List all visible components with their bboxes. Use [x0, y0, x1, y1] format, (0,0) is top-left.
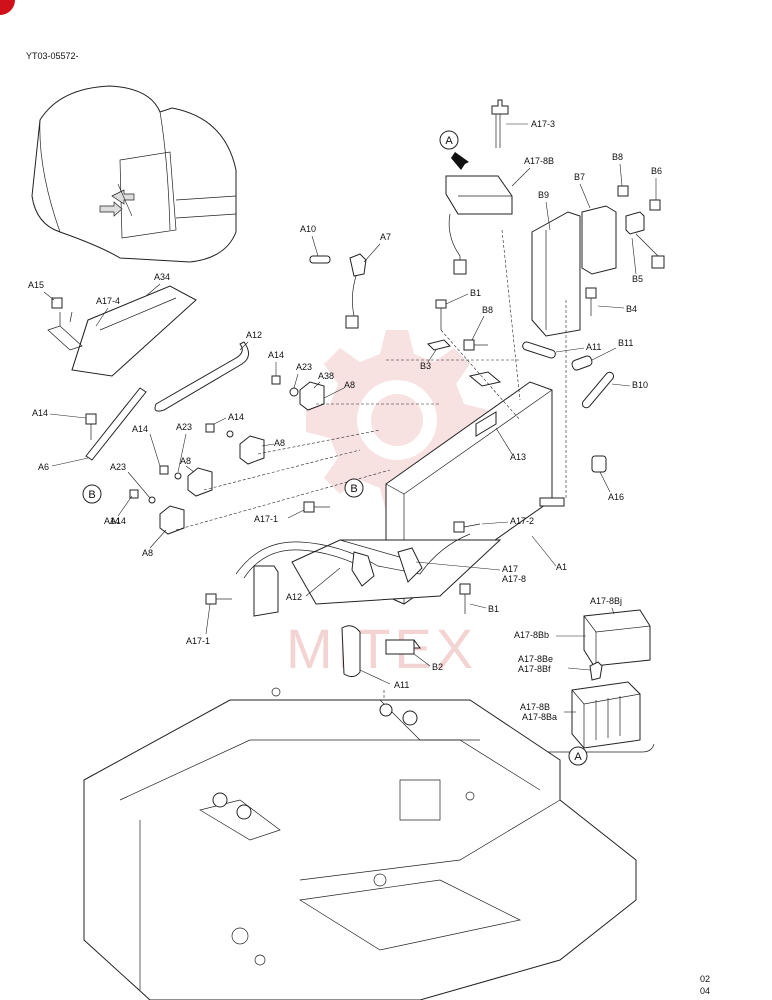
fasteners-bottom: [341, 583, 471, 678]
fasteners-B1-B8-B3: [427, 299, 488, 351]
label-A17-3: A17-3: [531, 119, 555, 129]
label-B1-bottom: B1: [488, 604, 499, 614]
label-B8-top: B8: [612, 152, 623, 162]
harness-A7: [309, 253, 367, 329]
label-A17-8Bb: A17-8Bb: [514, 630, 549, 640]
relay-box-top: A: [439, 99, 513, 275]
label-A38: A38: [318, 371, 334, 381]
harness-A17: [205, 501, 481, 617]
label-A14-4: A14: [104, 516, 120, 526]
bracket-A8-group: [129, 375, 440, 535]
label-A17-8B-top: A17-8B: [524, 156, 554, 166]
machine-frame: [83, 687, 637, 1000]
label-B4: B4: [626, 304, 637, 314]
label-A17-1-top: A17-1: [254, 514, 278, 524]
label-A23-1: A23: [296, 362, 312, 372]
label-B11: B11: [618, 338, 633, 348]
label-A23-2: A23: [176, 422, 192, 432]
label-A8-2: A8: [274, 438, 285, 448]
corner-mark: [0, 0, 15, 15]
label-A17-8Bj: A17-8Bj: [590, 596, 622, 606]
label-B8-mid: B8: [482, 305, 493, 315]
label-A11-top: A11: [586, 342, 601, 352]
label-A14-3: A14: [132, 424, 148, 434]
callout-B-left: B: [88, 489, 95, 501]
label-B2: B2: [432, 662, 443, 672]
label-B6: B6: [651, 166, 662, 176]
label-B9: B9: [538, 190, 549, 200]
grommets: [522, 341, 615, 473]
handle-A12: [154, 341, 249, 412]
label-A17-1-bottom: A17-1: [186, 636, 210, 646]
diagram-code: YT03-05572-: [26, 51, 79, 61]
label-A34: A34: [154, 272, 170, 282]
label-B10: B10: [632, 380, 648, 390]
label-A1: A1: [556, 562, 567, 572]
label-B5: B5: [632, 274, 643, 284]
callout-B-center: B: [350, 483, 357, 495]
relay-box-detail: A: [501, 609, 655, 766]
label-A23-3: A23: [110, 462, 126, 472]
label-A14-6: A14: [110, 516, 126, 526]
label-B3: B3: [420, 361, 431, 371]
label-A12-top: A12: [246, 330, 262, 340]
label-A16: A16: [608, 492, 624, 502]
label-A17-8: A17-8: [502, 574, 526, 584]
label-A10: A10: [300, 224, 316, 234]
label-A8-1: A8: [344, 380, 355, 390]
cab-thumbnail: [31, 85, 237, 263]
page-number-line1: 02: [700, 974, 710, 984]
label-A14-1: A14: [268, 350, 284, 360]
watermark-text: MITEX: [286, 617, 477, 680]
label-A17-2: A17-2: [510, 516, 534, 526]
label-A17: A17: [502, 564, 518, 574]
page-number-line2: 04: [700, 986, 710, 996]
label-A12-bottom: A12: [286, 592, 302, 602]
callout-A-detail: A: [574, 751, 582, 763]
label-A14-5: A14: [32, 408, 48, 418]
label-A13: A13: [510, 452, 526, 462]
label-B1-top: B1: [470, 288, 481, 298]
cover-A34: [47, 285, 197, 377]
label-A14-2: A14: [228, 412, 244, 422]
bracket-B9-group: [531, 185, 665, 337]
label-A6: A6: [38, 462, 49, 472]
label-A8-4: A8: [142, 548, 153, 558]
rod-A6: [85, 387, 147, 461]
label-A17-8Bf: A17-8Bf: [518, 664, 551, 674]
label-A15: A15: [28, 280, 44, 290]
label-A17-8B-detail: A17-8B: [520, 702, 550, 712]
panel-A1: [291, 329, 565, 605]
callout-A-top: A: [445, 135, 453, 147]
label-A8-3: A8: [180, 456, 191, 466]
label-A17-8Ba: A17-8Ba: [522, 712, 557, 722]
label-A17-8Be: A17-8Be: [518, 654, 553, 664]
label-A17-4: A17-4: [96, 296, 120, 306]
label-A11-bottom: A11: [394, 680, 409, 690]
label-A7: A7: [380, 232, 391, 242]
label-B7: B7: [574, 172, 585, 182]
